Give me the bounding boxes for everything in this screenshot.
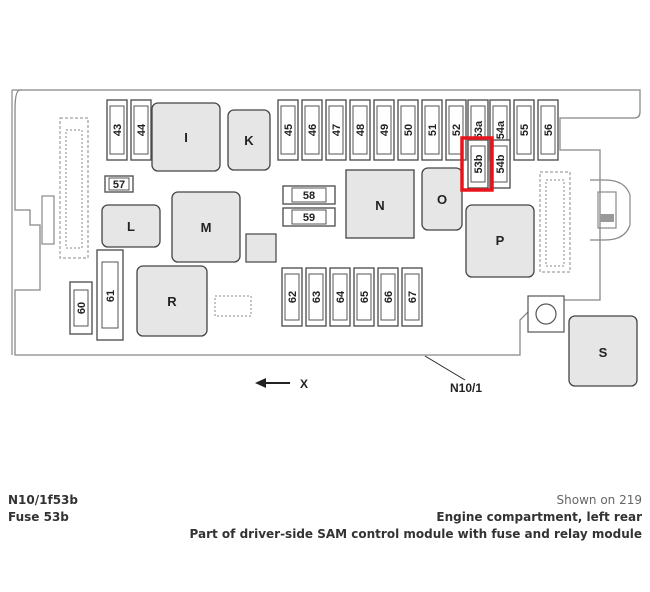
- fuse-67[interactable]: 67: [401, 267, 423, 327]
- relay-m-label: M: [201, 220, 212, 235]
- fuse-57-label: 57: [113, 179, 125, 191]
- fuse-47[interactable]: 47: [325, 99, 347, 161]
- fuse-53b[interactable]: 53b: [467, 139, 489, 189]
- relay-k[interactable]: K: [227, 109, 271, 171]
- relay-n-label: N: [375, 198, 384, 213]
- shown-on: Shown on 219: [556, 493, 642, 507]
- fuse-59[interactable]: 59: [282, 207, 336, 227]
- fuse-58-label: 58: [303, 190, 315, 202]
- fuse-50-label: 50: [403, 124, 415, 136]
- fuse-64-label: 64: [335, 290, 347, 303]
- relay-o[interactable]: O: [421, 167, 463, 231]
- relay-r-label: R: [167, 294, 177, 309]
- fuse-62[interactable]: 62: [281, 267, 303, 327]
- fuse-66[interactable]: 66: [377, 267, 399, 327]
- fuse-61[interactable]: 61: [96, 249, 124, 341]
- module-leader: [424, 355, 466, 381]
- mid-fuse-pair: 53b 54b: [467, 139, 511, 189]
- right-bracket: [590, 179, 631, 241]
- fuse-64[interactable]: 64: [329, 267, 351, 327]
- left-connector: [59, 117, 89, 259]
- fuse-46[interactable]: 46: [301, 99, 323, 161]
- direction-label: X: [300, 377, 308, 391]
- fuse-43[interactable]: 43: [106, 99, 128, 161]
- fuse-49[interactable]: 49: [373, 99, 395, 161]
- fuse-62-label: 62: [287, 291, 299, 303]
- stud-housing: [527, 295, 565, 333]
- fuse-55[interactable]: 55: [513, 99, 535, 161]
- component-name: Fuse 53b: [8, 510, 69, 524]
- fuse-67-label: 67: [407, 291, 419, 303]
- fuse-63-label: 63: [311, 291, 323, 303]
- relay-i[interactable]: I: [151, 102, 221, 172]
- relay-p-label: P: [496, 233, 505, 248]
- direction-arrow: [255, 378, 290, 388]
- fuse-53b-label: 53b: [473, 154, 485, 173]
- fuse-65-label: 65: [359, 291, 371, 303]
- relay-i-label: I: [184, 130, 188, 145]
- fuse-49-label: 49: [379, 124, 391, 136]
- relay-r[interactable]: R: [136, 265, 208, 337]
- relay-n[interactable]: N: [345, 169, 415, 239]
- relay-k-label: K: [244, 133, 254, 148]
- fuse-47-label: 47: [331, 124, 343, 136]
- fuse-65[interactable]: 65: [353, 267, 375, 327]
- component-code: N10/1f53b: [8, 493, 78, 507]
- fuse-51[interactable]: 51: [421, 99, 443, 161]
- relay-l[interactable]: L: [101, 204, 161, 248]
- fuse-44-label: 44: [136, 123, 148, 136]
- fuse-51-label: 51: [427, 124, 439, 136]
- fuse-45-label: 45: [283, 124, 295, 136]
- fuse-44[interactable]: 44: [130, 99, 152, 161]
- fuse-63[interactable]: 63: [305, 267, 327, 327]
- relay-o-label: O: [437, 192, 447, 207]
- fuse-53a-label: 53a: [473, 120, 485, 139]
- stud: [535, 303, 557, 325]
- small-connector: [214, 295, 252, 317]
- fuse-55-label: 55: [519, 124, 531, 136]
- fuse-45[interactable]: 45: [277, 99, 299, 161]
- relay-blank: [245, 233, 277, 263]
- relay-s-label: S: [599, 345, 608, 360]
- fuse-52-label: 52: [451, 124, 463, 136]
- fuse-60-label: 60: [76, 302, 88, 314]
- fuse-58[interactable]: 58: [282, 185, 336, 205]
- top-fuse-row: 43 44 45 46 47 48 49 50 51 52 53a 54a 55 56: [106, 99, 559, 161]
- relay-m[interactable]: M: [171, 191, 241, 263]
- fuse-54a-label: 54a: [495, 120, 507, 139]
- fuse-61-label: 61: [105, 290, 117, 302]
- location: Engine compartment, left rear: [436, 510, 642, 524]
- part-of: Part of driver-side SAM control module w…: [189, 527, 642, 541]
- fuse-43-label: 43: [112, 124, 124, 136]
- fuse-48[interactable]: 48: [349, 99, 371, 161]
- housing-outline: [14, 89, 641, 356]
- right-connector: [539, 171, 571, 273]
- fuse-50[interactable]: 50: [397, 99, 419, 161]
- fuse-57[interactable]: 57: [104, 175, 134, 193]
- relay-p[interactable]: P: [465, 204, 535, 278]
- relay-s[interactable]: S: [568, 315, 638, 387]
- fuse-56-label: 56: [543, 124, 555, 136]
- fuse-60[interactable]: 60: [69, 281, 93, 335]
- fuse-54b-label: 54b: [495, 154, 507, 173]
- fuse-54b[interactable]: 54b: [489, 139, 511, 189]
- module-label: N10/1: [450, 381, 482, 395]
- fuse-46-label: 46: [307, 124, 319, 136]
- highlight-frame: [460, 136, 494, 192]
- fuse-66-label: 66: [383, 291, 395, 303]
- fuse-48-label: 48: [355, 124, 367, 136]
- relay-l-label: L: [127, 219, 135, 234]
- fuse-56[interactable]: 56: [537, 99, 559, 161]
- fuse-59-label: 59: [303, 212, 315, 224]
- bottom-fuse-row: 62 63 64 65 66 67: [281, 267, 423, 327]
